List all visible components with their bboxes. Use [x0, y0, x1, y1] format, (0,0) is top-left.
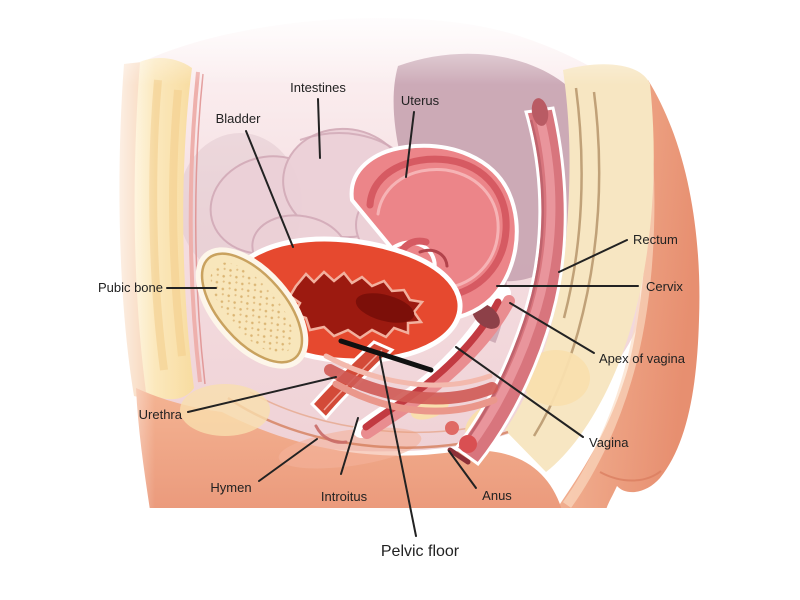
leader-line-pelvic-floor — [379, 356, 417, 537]
callout-anus: Anus — [448, 450, 512, 503]
left-fade — [105, 4, 155, 508]
anus — [447, 447, 471, 465]
leader-line-anus — [448, 450, 477, 489]
callout-vagina: Vagina — [455, 346, 629, 450]
callouts: Pubic bone Bladder Intestines Uterus Rec… — [98, 80, 686, 560]
leader-line-urethra — [187, 376, 337, 413]
label-introitus: Introitus — [321, 489, 368, 504]
pelvic-floor-marker — [338, 338, 434, 373]
callout-hymen: Hymen — [210, 438, 318, 495]
callout-uterus: Uterus — [401, 93, 440, 178]
callout-pubic-bone: Pubic bone — [98, 280, 217, 295]
callout-pelvic-floor: Pelvic floor — [379, 356, 460, 560]
leader-line-introitus — [340, 417, 359, 475]
leader-line-hymen — [258, 438, 318, 482]
dermis-line — [188, 71, 202, 383]
label-hymen: Hymen — [210, 480, 251, 495]
label-intestines: Intestines — [290, 80, 346, 95]
label-anus: Anus — [482, 488, 512, 503]
callout-cervix: Cervix — [496, 279, 683, 294]
label-bladder: Bladder — [216, 111, 261, 126]
label-pubic-bone: Pubic bone — [98, 280, 163, 295]
callout-introitus: Introitus — [321, 417, 368, 504]
gluteal-fold — [599, 470, 662, 482]
label-uterus: Uterus — [401, 93, 440, 108]
label-apex-of-vagina: Apex of vagina — [599, 351, 686, 366]
leader-line-bladder — [245, 130, 294, 248]
callout-apex-of-vagina: Apex of vagina — [509, 302, 686, 366]
label-cervix: Cervix — [646, 279, 683, 294]
perineum-skin — [136, 388, 562, 508]
leader-line-intestines — [317, 98, 321, 159]
hymen-fold — [314, 424, 348, 444]
buttock — [557, 80, 700, 508]
top-fade — [105, 4, 705, 85]
leader-line-rectum — [558, 239, 628, 273]
leader-line-uterus — [405, 111, 415, 178]
label-rectum: Rectum — [633, 232, 678, 247]
leader-line-vagina — [455, 346, 584, 438]
leader-line-apex-of-vagina — [509, 302, 595, 354]
callout-bladder: Bladder — [216, 111, 294, 248]
label-urethra: Urethra — [139, 407, 183, 422]
label-vagina: Vagina — [589, 435, 629, 450]
pelvic-floor-muscles — [314, 353, 498, 444]
callout-urethra: Urethra — [139, 376, 337, 422]
callout-intestines: Intestines — [290, 80, 346, 159]
pubic-bone — [195, 247, 309, 369]
dermis-line-red — [195, 73, 206, 385]
vulva-shade — [278, 427, 422, 469]
callout-rectum: Rectum — [558, 232, 678, 273]
label-pelvic-floor: Pelvic floor — [381, 543, 460, 560]
